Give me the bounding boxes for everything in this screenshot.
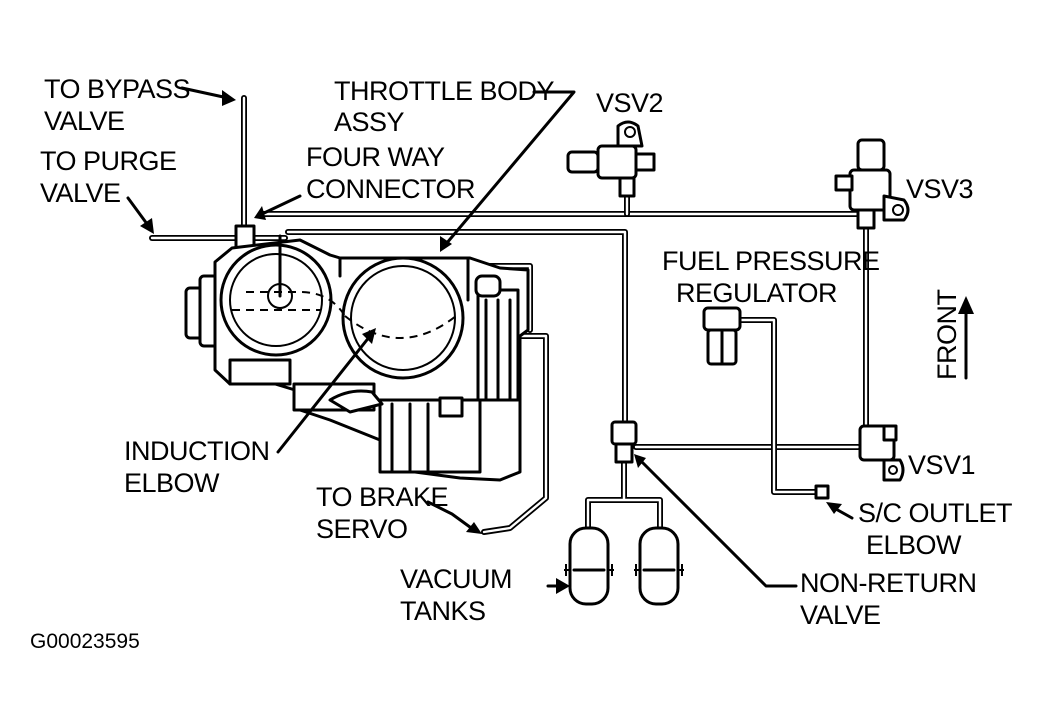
label-fuel-pressure-regulator-line1: FUEL PRESSURE — [662, 246, 880, 276]
label-four-way-connector-line1: FOUR WAY — [306, 142, 445, 172]
fuel-pressure-regulator — [702, 306, 742, 366]
label-to-bypass-valve-line1: TO BYPASS — [44, 74, 190, 104]
sc-outlet-elbow — [814, 484, 830, 500]
label-induction-elbow-line1: INDUCTION — [124, 436, 270, 466]
label-front: FRONT — [932, 290, 962, 380]
vacuum-tanks — [564, 526, 684, 606]
label-sc-outlet-elbow-line1: S/C OUTLET — [858, 498, 1012, 528]
label-to-bypass-valve-line2: VALVE — [44, 106, 125, 136]
label-non-return-valve-line1: NON-RETURN — [800, 568, 977, 598]
label-to-brake-servo-line1: TO BRAKE — [316, 482, 448, 512]
label-to-purge-valve-line1: TO PURGE — [40, 146, 177, 176]
vsv2 — [566, 120, 656, 198]
vsv1 — [858, 424, 905, 482]
label-vacuum-tanks-line2: TANKS — [400, 596, 486, 626]
vsv3 — [834, 138, 910, 230]
hoses — [149, 95, 869, 535]
label-to-brake-servo-line2: SERVO — [316, 514, 408, 544]
label-induction-elbow-line2: ELBOW — [124, 468, 220, 498]
front-arrow-icon — [958, 296, 974, 380]
label-fuel-pressure-regulator-line2: REGULATOR — [676, 278, 837, 308]
label-throttle-body-line2: ASSY — [334, 107, 405, 137]
figure-code: G00023595 — [30, 630, 140, 653]
leader-lines — [126, 86, 854, 594]
label-vacuum-tanks-line1: VACUUM — [400, 564, 512, 594]
label-four-way-connector-line2: CONNECTOR — [306, 174, 475, 204]
throttle-body-assy — [184, 234, 530, 482]
label-to-purge-valve-line2: VALVE — [40, 178, 121, 208]
label-vsv1: VSV1 — [908, 450, 975, 480]
label-throttle-body-line1: THROTTLE BODY — [334, 76, 555, 106]
fpr-hose — [737, 317, 821, 495]
non-return-valve — [610, 420, 638, 464]
label-non-return-valve-line2: VALVE — [800, 600, 881, 630]
label-sc-outlet-elbow-line2: ELBOW — [866, 530, 962, 560]
labels: TO BYPASS VALVE TO PURGE VALVE THROTTLE … — [30, 74, 1013, 653]
label-vsv3: VSV3 — [906, 174, 973, 204]
label-vsv2: VSV2 — [596, 88, 663, 118]
